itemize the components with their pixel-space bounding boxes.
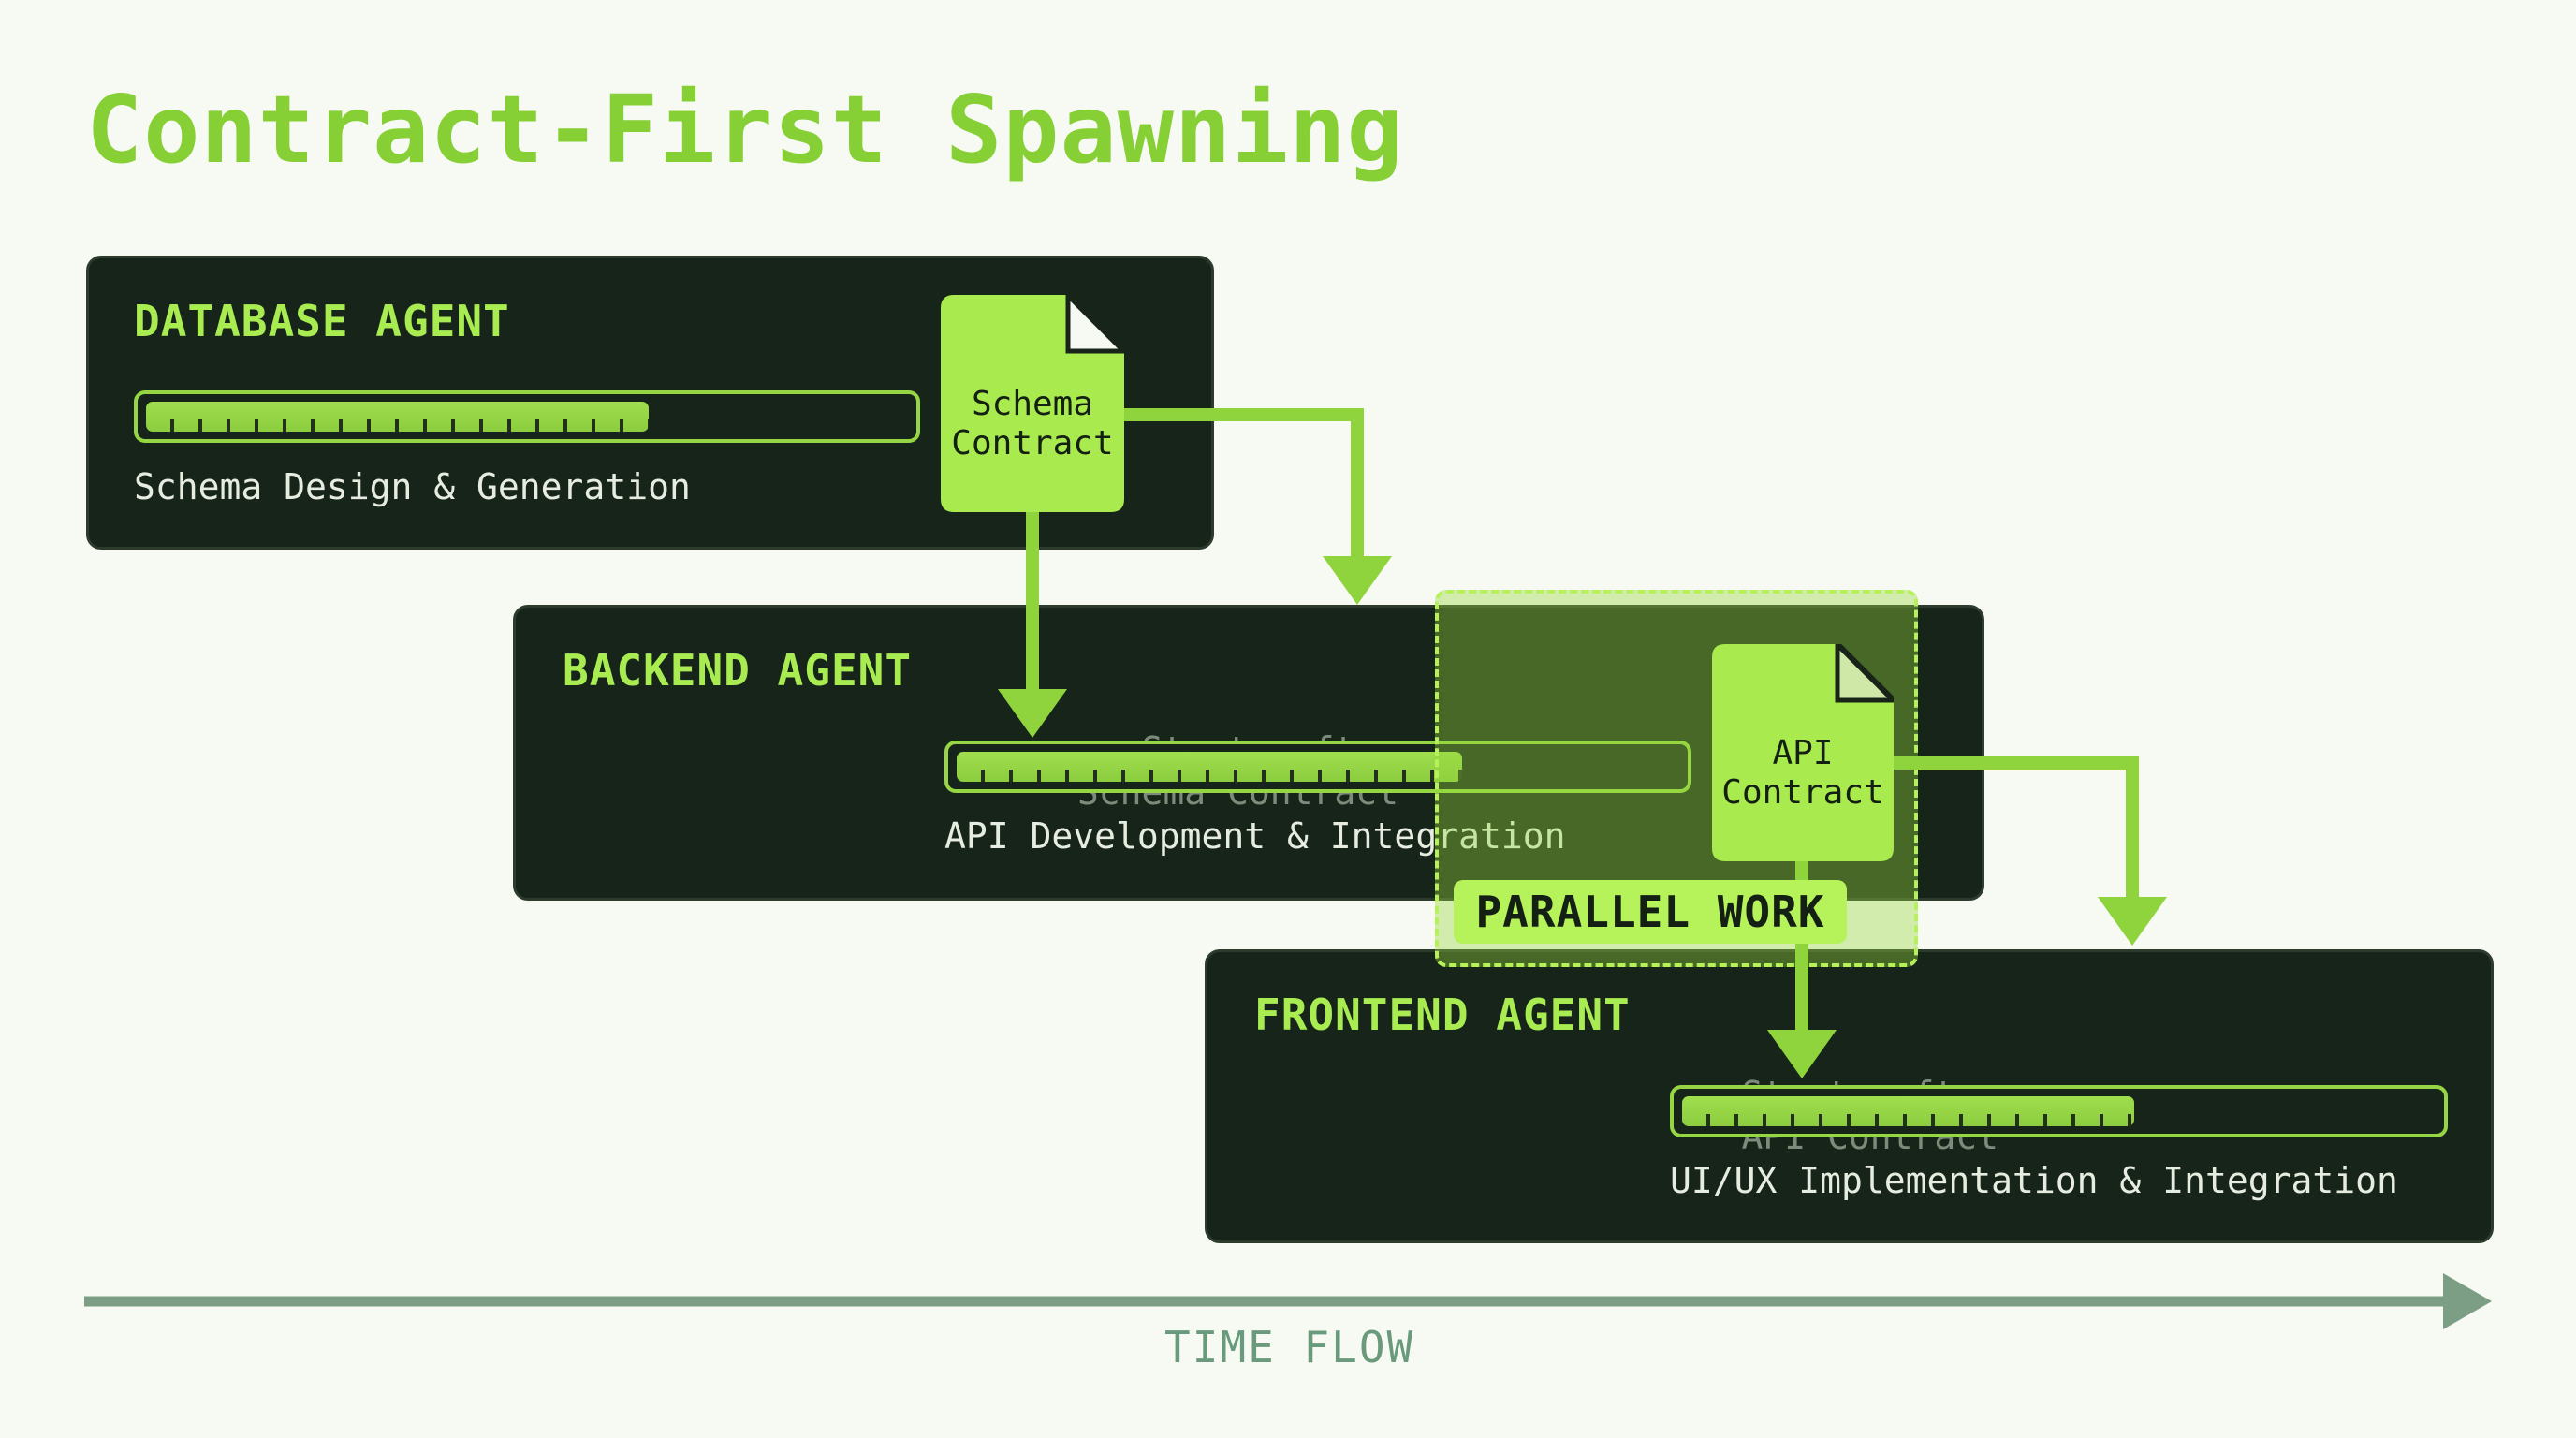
api-to-frontend-bar-arrowhead bbox=[1767, 1030, 1837, 1078]
schema-contract-line1: Schema bbox=[971, 385, 1094, 423]
frontend-agent-heading: FRONTEND AGENT bbox=[1254, 990, 1631, 1040]
schema-contract-line2: Contract bbox=[951, 424, 1114, 462]
backend-progress-fill bbox=[957, 752, 1462, 782]
database-task-label: Schema Design & Generation bbox=[134, 466, 691, 507]
database-progress-track bbox=[134, 390, 920, 443]
database-progress-fill bbox=[146, 402, 649, 432]
schema-contract-document: Schema Contract bbox=[941, 295, 1124, 512]
frontend-task-label: UI/UX Implementation & Integration bbox=[1670, 1160, 2398, 1201]
api-to-frontend-panel-arrow-line bbox=[1893, 756, 2139, 899]
document-icon bbox=[1712, 644, 1894, 861]
schema-to-backend-panel-arrow-line bbox=[1121, 408, 1364, 560]
backend-task-label: API Development & Integration bbox=[944, 815, 1566, 857]
schema-to-backend-bar-arrowhead bbox=[998, 689, 1067, 738]
schema-contract-label: Schema Contract bbox=[941, 385, 1124, 463]
time-flow-arrowhead bbox=[2443, 1273, 2492, 1329]
api-contract-label: API Contract bbox=[1712, 734, 1894, 813]
database-agent-heading: DATABASE AGENT bbox=[134, 296, 510, 346]
api-to-frontend-panel-arrowhead bbox=[2098, 897, 2167, 946]
schema-to-backend-panel-arrowhead bbox=[1323, 556, 1392, 605]
api-contract-line2: Contract bbox=[1721, 773, 1884, 812]
parallel-work-badge: PARALLEL WORK bbox=[1454, 880, 1847, 944]
document-icon bbox=[941, 295, 1124, 512]
frontend-agent-panel: FRONTEND AGENT Starts after API Contract… bbox=[1205, 949, 2494, 1243]
frontend-progress-track bbox=[1670, 1085, 2448, 1137]
api-contract-line1: API bbox=[1772, 734, 1834, 772]
page-title: Contract-First Spawning bbox=[86, 75, 1404, 184]
backend-agent-heading: BACKEND AGENT bbox=[563, 645, 913, 696]
frontend-progress-fill bbox=[1682, 1096, 2134, 1126]
api-contract-document: API Contract bbox=[1712, 644, 1894, 861]
backend-progress-track bbox=[944, 741, 1691, 793]
time-flow-label: TIME FLOW bbox=[1164, 1322, 1415, 1372]
